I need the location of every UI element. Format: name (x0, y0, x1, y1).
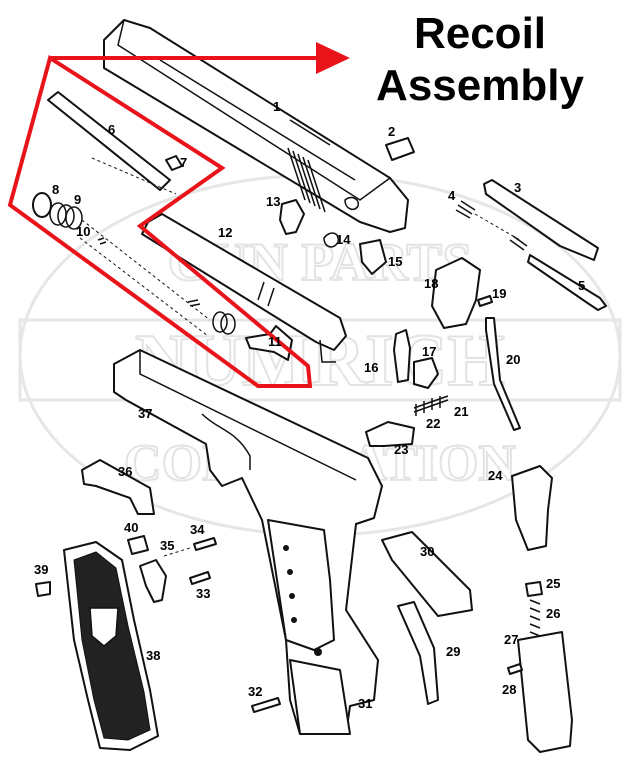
part-4-spring (455, 200, 476, 219)
part-16 (393, 329, 411, 383)
part-40 (127, 535, 149, 555)
label-19: 19 (492, 286, 506, 301)
label-31: 31 (358, 696, 372, 711)
part-number-labels: 1 2 3 4 5 6 7 8 9 10 11 12 13 14 15 16 1… (34, 99, 585, 711)
part-25 (525, 581, 543, 597)
label-13: 13 (266, 194, 280, 209)
part-34b-pin (189, 571, 211, 585)
label-12: 12 (218, 225, 232, 240)
part-38-grip-panel (63, 541, 159, 751)
part-8-bushing (32, 192, 52, 218)
part-9b-spring (212, 311, 236, 335)
part-13 (279, 199, 305, 235)
part-6-guide (47, 91, 171, 191)
part-14-clip (323, 232, 339, 248)
part-23 (365, 421, 415, 447)
label-38: 38 (146, 648, 160, 663)
part-28-pin (507, 663, 523, 675)
part-31-magazine (289, 659, 351, 735)
label-15: 15 (388, 254, 402, 269)
part-15 (359, 239, 387, 275)
part-19 (477, 295, 493, 307)
part-30 (381, 531, 473, 617)
part-9-spring (49, 202, 83, 230)
part-2 (385, 137, 415, 161)
label-37: 37 (138, 406, 152, 421)
recoil-assembly-highlight (7, 42, 350, 388)
label-25: 25 (546, 576, 560, 591)
label-26: 26 (546, 606, 560, 621)
label-2: 2 (388, 124, 395, 139)
label-11: 11 (268, 334, 282, 349)
recoil-assembly-outline (7, 54, 313, 388)
label-7: 7 (180, 155, 187, 170)
title-line-2: Assembly (376, 61, 584, 110)
part-3-extractor (483, 179, 599, 261)
label-8: 8 (52, 182, 59, 197)
label-22: 22 (426, 416, 440, 431)
label-1: 1 (273, 99, 280, 114)
label-35: 35 (160, 538, 174, 553)
label-30: 30 (420, 544, 434, 559)
label-39: 39 (34, 562, 48, 577)
label-32: 32 (248, 684, 262, 699)
label-28: 28 (502, 682, 516, 697)
part-36-slide-stop (81, 459, 155, 515)
part-17 (413, 357, 439, 389)
title-line-1: Recoil (413, 9, 547, 58)
label-21: 21 (454, 404, 468, 419)
label-9: 9 (74, 192, 81, 207)
part-34-pin (193, 537, 217, 551)
part-20-spring (485, 317, 521, 431)
part-7 (165, 155, 183, 171)
part-32-pin (251, 697, 281, 713)
arrow-head-icon (316, 42, 350, 74)
part-10 (97, 237, 107, 245)
label-29: 29 (446, 644, 460, 659)
label-3: 3 (514, 180, 521, 195)
label-4: 4 (448, 188, 456, 203)
label-36: 36 (118, 464, 132, 479)
part-29-spring (397, 601, 439, 705)
part-24-housing (511, 465, 553, 551)
part-26-spring (529, 599, 541, 637)
label-20: 20 (506, 352, 520, 367)
part-21-spring (413, 395, 449, 416)
part-39-screw (35, 581, 51, 597)
label-6: 6 (108, 122, 115, 137)
label-27: 27 (504, 632, 518, 647)
label-23: 23 (394, 442, 408, 457)
part-33 (139, 559, 167, 603)
label-17: 17 (422, 344, 436, 359)
label-40: 40 (124, 520, 138, 535)
label-14: 14 (336, 232, 351, 247)
label-33: 33 (196, 586, 210, 601)
label-5: 5 (578, 278, 585, 293)
label-16: 16 (364, 360, 378, 375)
label-34: 34 (190, 522, 205, 537)
part-27-body (517, 631, 573, 753)
label-18: 18 (424, 276, 438, 291)
part-1-slide (103, 19, 409, 233)
part-5-firing-pin (527, 254, 607, 311)
label-10: 10 (76, 224, 90, 239)
part-4b-spring (509, 235, 528, 251)
label-24: 24 (488, 468, 503, 483)
part-18-hammer (431, 257, 481, 329)
frame-grip-window (267, 519, 335, 651)
